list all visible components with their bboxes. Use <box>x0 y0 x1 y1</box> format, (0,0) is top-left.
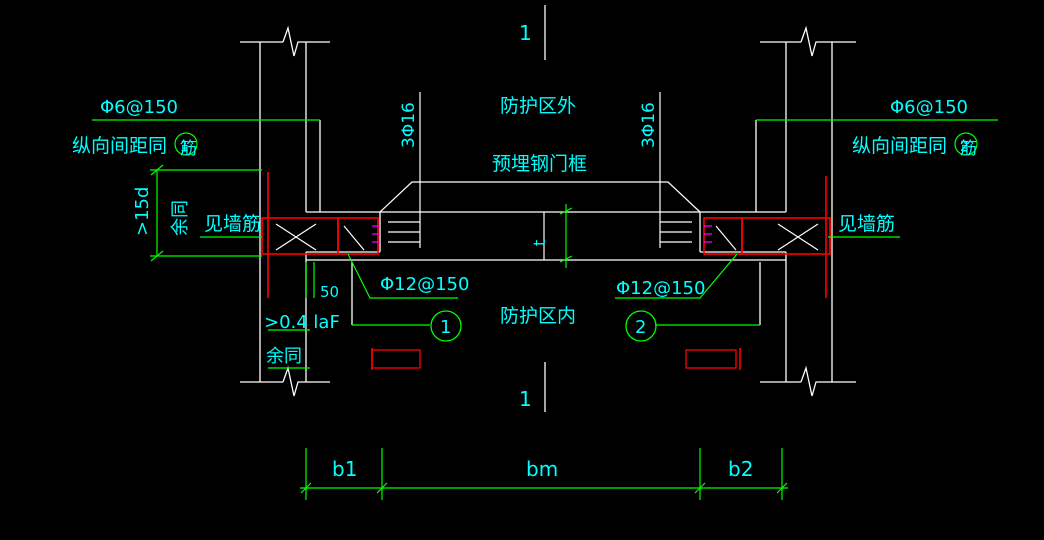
left-anchor: >15d <box>132 187 153 236</box>
left-bar-top: 3Φ16 <box>399 102 419 148</box>
left-spacing-ref: 1 <box>180 139 189 155</box>
right-tie-spec: Φ12@150 <box>616 278 705 299</box>
left-dim-50: 50 <box>320 283 339 301</box>
cross-ties <box>275 223 819 251</box>
leader-lines <box>92 119 998 500</box>
rebar-cages <box>261 172 831 370</box>
left-wall-ref: 见墙筋 <box>204 213 261 235</box>
zone-outside-label: 防护区外 <box>500 95 576 117</box>
left-stirrup-spec: Φ6@150 <box>100 97 178 118</box>
door-frame-label: 预埋钢门框 <box>492 153 587 175</box>
left-spacing-suffix: 筋 <box>180 139 197 159</box>
frame-thickness-dim <box>559 204 573 268</box>
dim-b2: b2 <box>728 457 753 481</box>
right-bar-top: 3Φ16 <box>639 102 659 148</box>
section-mark-bottom: 1 <box>519 387 532 411</box>
dim-bm: bm <box>526 457 558 481</box>
spacing-ref-2-circle <box>954 132 978 156</box>
left-tie-spec: Φ12@150 <box>380 274 469 295</box>
right-spacing-note: 纵向间距同 <box>852 135 947 157</box>
spacing-ref-1-circle <box>174 132 198 156</box>
right-wall-ref: 见墙筋 <box>838 213 895 235</box>
zone-inside-label: 防护区内 <box>500 305 576 327</box>
right-stirrup-spec: Φ6@150 <box>890 97 968 118</box>
callout-2-number: 2 <box>635 317 646 338</box>
stirrup-hooks <box>372 225 712 243</box>
steel-door-frame <box>379 92 701 260</box>
dim-b1: b1 <box>332 457 357 481</box>
callout-2-circle <box>625 310 657 342</box>
section-mark-top: 1 <box>519 21 532 45</box>
left-lap: >0.4 laF <box>264 312 340 333</box>
callout-1-circle <box>430 310 462 342</box>
left-spacing-note: 纵向间距同 <box>72 135 167 157</box>
right-spacing-suffix: 筋 <box>960 139 977 159</box>
right-spacing-ref: 2 <box>960 139 969 155</box>
wall-outlines <box>240 25 856 397</box>
inner-markers <box>371 349 737 369</box>
left-anchor-note: 余同 <box>170 200 191 236</box>
callout-1-number: 1 <box>440 317 451 338</box>
left-lap-note: 余同 <box>266 346 302 367</box>
dim-t-label: t <box>530 240 549 246</box>
